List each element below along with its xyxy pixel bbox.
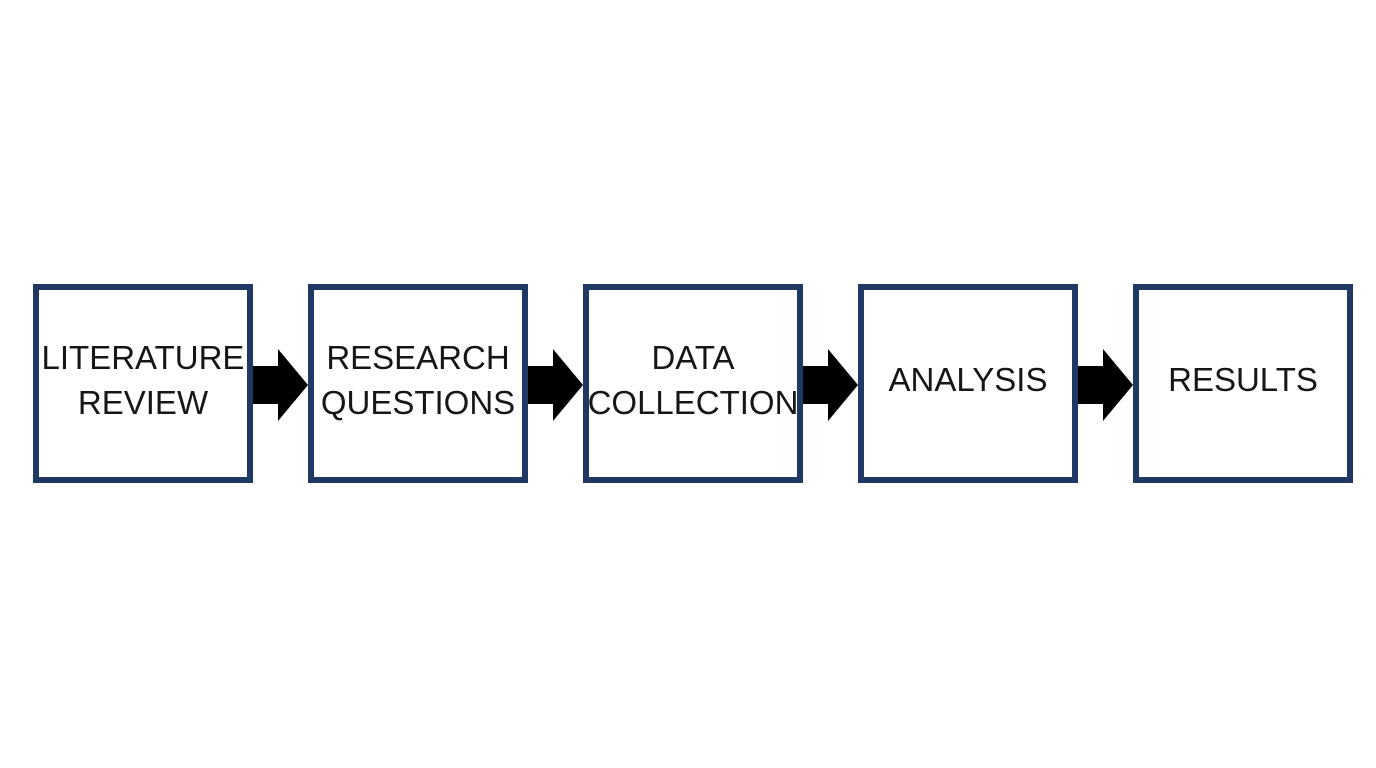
arrow-right-icon	[803, 284, 858, 483]
step-label: ANALYSIS	[888, 361, 1048, 399]
step-label: DATA COLLECTION	[587, 338, 799, 421]
step-box-data-collection: DATA COLLECTION	[583, 284, 803, 483]
arrow-right-icon	[1078, 284, 1133, 483]
step-box-analysis: ANALYSIS	[858, 284, 1078, 483]
step-label: RESULTS	[1168, 361, 1318, 399]
step-box-research-questions: RESEARCH QUESTIONS	[308, 284, 528, 483]
research-process-flowchart: LITERATURE REVIEW RESEARCH QUESTIONS DAT…	[33, 284, 1353, 483]
step-box-literature-review: LITERATURE REVIEW	[33, 284, 253, 483]
step-label: RESEARCH QUESTIONS	[320, 338, 516, 421]
arrow-right-icon	[253, 284, 308, 483]
arrow-right-icon	[528, 284, 583, 483]
step-label: LITERATURE REVIEW	[41, 338, 245, 421]
step-box-results: RESULTS	[1133, 284, 1353, 483]
